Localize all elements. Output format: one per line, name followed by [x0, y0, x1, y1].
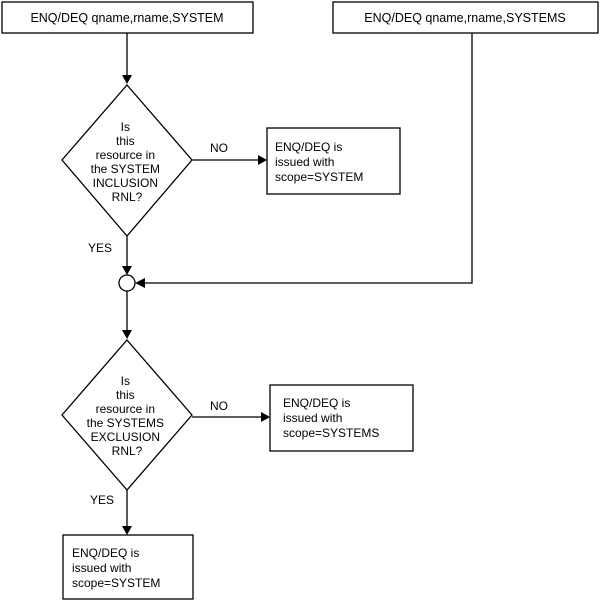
decision-1-text: Is this resource in the SYSTEM INCLUSION…: [91, 120, 164, 204]
result-1-line: issued with: [275, 155, 334, 169]
decision-2-no-label: NO: [210, 399, 228, 413]
decision-2-yes-label: YES: [90, 493, 114, 507]
result-3-text: ENQ/DEQ is issued with scope=SYSTEM: [72, 546, 160, 590]
arrowhead-into-junction-right: [135, 278, 145, 288]
result-2-text: ENQ/DEQ is issued with scope=SYSTEMS: [283, 396, 379, 440]
result-1-line: ENQ/DEQ is: [275, 140, 342, 154]
arrowhead-into-result-3: [122, 526, 132, 535]
result-3-box: ENQ/DEQ is issued with scope=SYSTEM: [62, 534, 194, 600]
top-left-box-text: ENQ/DEQ qname,rname,SYSTEM: [30, 11, 223, 25]
top-right-box-text: ENQ/DEQ qname,rname,SYSTEMS: [364, 11, 565, 25]
result-2-line: scope=SYSTEMS: [283, 426, 379, 440]
decision-1-line: Is: [121, 120, 130, 134]
arrowhead-into-decision-1: [122, 75, 132, 84]
result-2-box: ENQ/DEQ is issued with scope=SYSTEMS: [269, 384, 414, 452]
result-3-line: ENQ/DEQ is: [72, 546, 139, 560]
decision-2-text: Is this resource in the SYSTEMS EXCLUSIO…: [87, 374, 168, 458]
decision-2-line: this: [116, 388, 135, 402]
arrowhead-into-decision-2: [122, 330, 132, 339]
decision-1-line: RNL?: [112, 190, 143, 204]
decision-1-line: this: [116, 134, 135, 148]
decision-1-line: the SYSTEM: [91, 162, 160, 176]
result-1-text: ENQ/DEQ is issued with scope=SYSTEM: [275, 140, 363, 184]
decision-1-yes-label: YES: [88, 241, 112, 255]
decision-1-line: INCLUSION: [93, 176, 158, 190]
connector-top-right-to-junction: [144, 33, 473, 284]
result-3-line: scope=SYSTEM: [72, 576, 160, 590]
result-1-line: scope=SYSTEM: [275, 170, 363, 184]
decision-2-line: resource in: [96, 402, 155, 416]
result-3-line: issued with: [72, 561, 131, 575]
decision-2-diamond: Is this resource in the SYSTEMS EXCLUSIO…: [61, 339, 193, 491]
junction-circle: [118, 274, 136, 292]
decision-2-line: EXCLUSION: [91, 430, 160, 444]
decision-2-line: Is: [121, 374, 130, 388]
arrowhead-into-result-2: [261, 412, 270, 422]
arrowhead-into-junction: [122, 266, 132, 275]
top-left-box: ENQ/DEQ qname,rname,SYSTEM: [1, 1, 254, 34]
result-2-line: ENQ/DEQ is: [283, 396, 350, 410]
decision-2-line: RNL?: [112, 444, 143, 458]
decision-1-line: resource in: [96, 148, 155, 162]
decision-1-no-label: NO: [210, 141, 228, 155]
arrowhead-into-result-1: [258, 155, 267, 165]
result-2-line: issued with: [283, 411, 342, 425]
decision-1-diamond: Is this resource in the SYSTEM INCLUSION…: [61, 84, 193, 238]
top-right-box: ENQ/DEQ qname,rname,SYSTEMS: [332, 1, 599, 34]
result-1-box: ENQ/DEQ is issued with scope=SYSTEM: [266, 127, 401, 195]
decision-2-line: the SYSTEMS: [87, 416, 164, 430]
